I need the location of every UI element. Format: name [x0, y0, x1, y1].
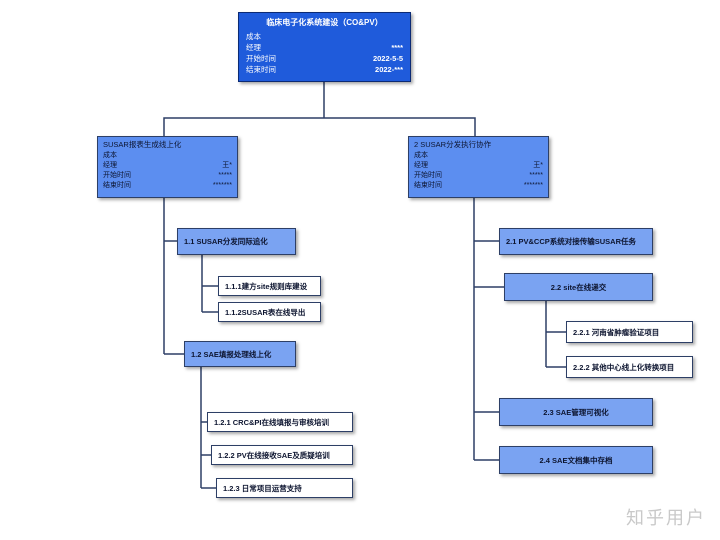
- right-task-2-1-label: 2.1 PV&CCP系统对接传输SUSAR任务: [506, 237, 637, 246]
- left-end-label: 结束时间: [103, 182, 131, 189]
- right-task-2-2-2[interactable]: 2.2.2 其他中心线上化转换项目: [566, 356, 693, 378]
- left-branch-node[interactable]: SUSAR报表生成线上化 成本 经理 王* 开始时间 ***** 结束时间 **…: [97, 136, 238, 198]
- root-start-label: 开始时间: [246, 54, 276, 63]
- left-task-1-2-3[interactable]: 1.2.3 日常项目运营支持: [216, 478, 353, 498]
- right-task-2-2-label: 2.2 site在线递交: [550, 282, 607, 292]
- left-start-label: 开始时间: [103, 172, 131, 179]
- root-end-value: 2022-***: [375, 65, 403, 74]
- right-cost-label: 成本: [414, 152, 428, 159]
- left-task-1-1-label: 1.1 SUSAR分发同际追化: [184, 237, 268, 246]
- left-cost-label: 成本: [103, 152, 117, 159]
- root-manager-value: ****: [391, 43, 403, 52]
- left-manager-value: 王*: [222, 162, 232, 169]
- right-task-2-3[interactable]: 2.3 SAE管理可视化: [499, 398, 653, 426]
- root-start-value: 2022-5-5: [372, 54, 403, 63]
- right-task-2-4-label: 2.4 SAE文档集中存档: [539, 455, 613, 465]
- right-task-2-3-label: 2.3 SAE管理可视化: [543, 407, 609, 417]
- right-task-2-2[interactable]: 2.2 site在线递交: [504, 273, 653, 301]
- connector-root-branch: [163, 117, 476, 136]
- right-task-2-4[interactable]: 2.4 SAE文档集中存档: [499, 446, 653, 474]
- right-start-label: 开始时间: [414, 172, 442, 179]
- right-task-2-2-2-label: 2.2.2 其他中心线上化转换项目: [573, 362, 675, 372]
- right-branch-node[interactable]: 2 SUSAR分发执行协作 成本 经理 王* 开始时间 ***** 结束时间 *…: [408, 136, 549, 198]
- left-task-1-2[interactable]: 1.2 SAE填报处理线上化: [184, 341, 296, 367]
- right-start-value: *****: [529, 172, 543, 179]
- left-row-manager: 经理 王*: [103, 161, 232, 171]
- root-end-label: 结束时间: [246, 65, 276, 74]
- left-row-start: 开始时间 *****: [103, 171, 232, 181]
- right-end-value: *******: [523, 182, 543, 189]
- left-task-1-2-3-label: 1.2.3 日常项目运营支持: [223, 483, 302, 493]
- right-row-start: 开始时间 *****: [414, 171, 543, 181]
- left-end-value: *******: [212, 182, 232, 189]
- right-task-2-1[interactable]: 2.1 PV&CCP系统对接传输SUSAR任务: [499, 228, 653, 255]
- left-task-1-1-1[interactable]: 1.1.1建方site规则库建设: [218, 276, 321, 296]
- right-row-manager: 经理 王*: [414, 161, 543, 171]
- right-task-2-2-1-label: 2.2.1 河南省肿瘤验证项目: [573, 327, 660, 337]
- left-task-1-2-1[interactable]: 1.2.1 CRC&PI在线填报与审核培训: [207, 412, 353, 432]
- left-start-value: *****: [218, 172, 232, 179]
- left-task-1-2-2[interactable]: 1.2.2 PV在线接收SAE及质疑培训: [211, 445, 353, 465]
- left-row-cost: 成本: [103, 151, 232, 161]
- left-task-1-2-label: 1.2 SAE填报处理线上化: [191, 349, 272, 359]
- right-end-label: 结束时间: [414, 182, 442, 189]
- root-row-end: 结束时间 2022-***: [246, 64, 403, 75]
- root-title: 临床电子化系统建设（CO&PV）: [266, 18, 383, 27]
- root-row-cost: 成本: [246, 31, 403, 42]
- root-node[interactable]: 临床电子化系统建设（CO&PV） 成本 经理 **** 开始时间 2022-5-…: [238, 12, 411, 82]
- left-task-1-1-1-label: 1.1.1建方site规则库建设: [225, 281, 308, 291]
- watermark-text: 知乎用户: [626, 508, 706, 528]
- root-row-manager: 经理 ****: [246, 42, 403, 53]
- right-manager-value: 王*: [533, 162, 543, 169]
- left-manager-label: 经理: [103, 162, 117, 169]
- left-task-1-1-2-label: 1.1.2SUSAR表在线导出: [225, 307, 306, 317]
- left-task-1-1[interactable]: 1.1 SUSAR分发同际追化: [177, 228, 296, 255]
- right-manager-label: 经理: [414, 162, 428, 169]
- root-cost-label: 成本: [246, 32, 261, 41]
- left-branch-title: SUSAR报表生成线上化: [103, 140, 182, 149]
- right-task-2-2-1[interactable]: 2.2.1 河南省肿瘤验证项目: [566, 321, 693, 343]
- left-task-1-1-2[interactable]: 1.1.2SUSAR表在线导出: [218, 302, 321, 322]
- right-row-cost: 成本: [414, 151, 543, 161]
- right-branch-title: 2 SUSAR分发执行协作: [414, 140, 492, 149]
- left-row-end: 结束时间 *******: [103, 181, 232, 191]
- root-manager-label: 经理: [246, 43, 261, 52]
- left-task-1-2-1-label: 1.2.1 CRC&PI在线填报与审核培训: [214, 417, 330, 427]
- right-row-end: 结束时间 *******: [414, 181, 543, 191]
- left-task-1-2-2-label: 1.2.2 PV在线接收SAE及质疑培训: [218, 450, 330, 460]
- root-row-start: 开始时间 2022-5-5: [246, 53, 403, 64]
